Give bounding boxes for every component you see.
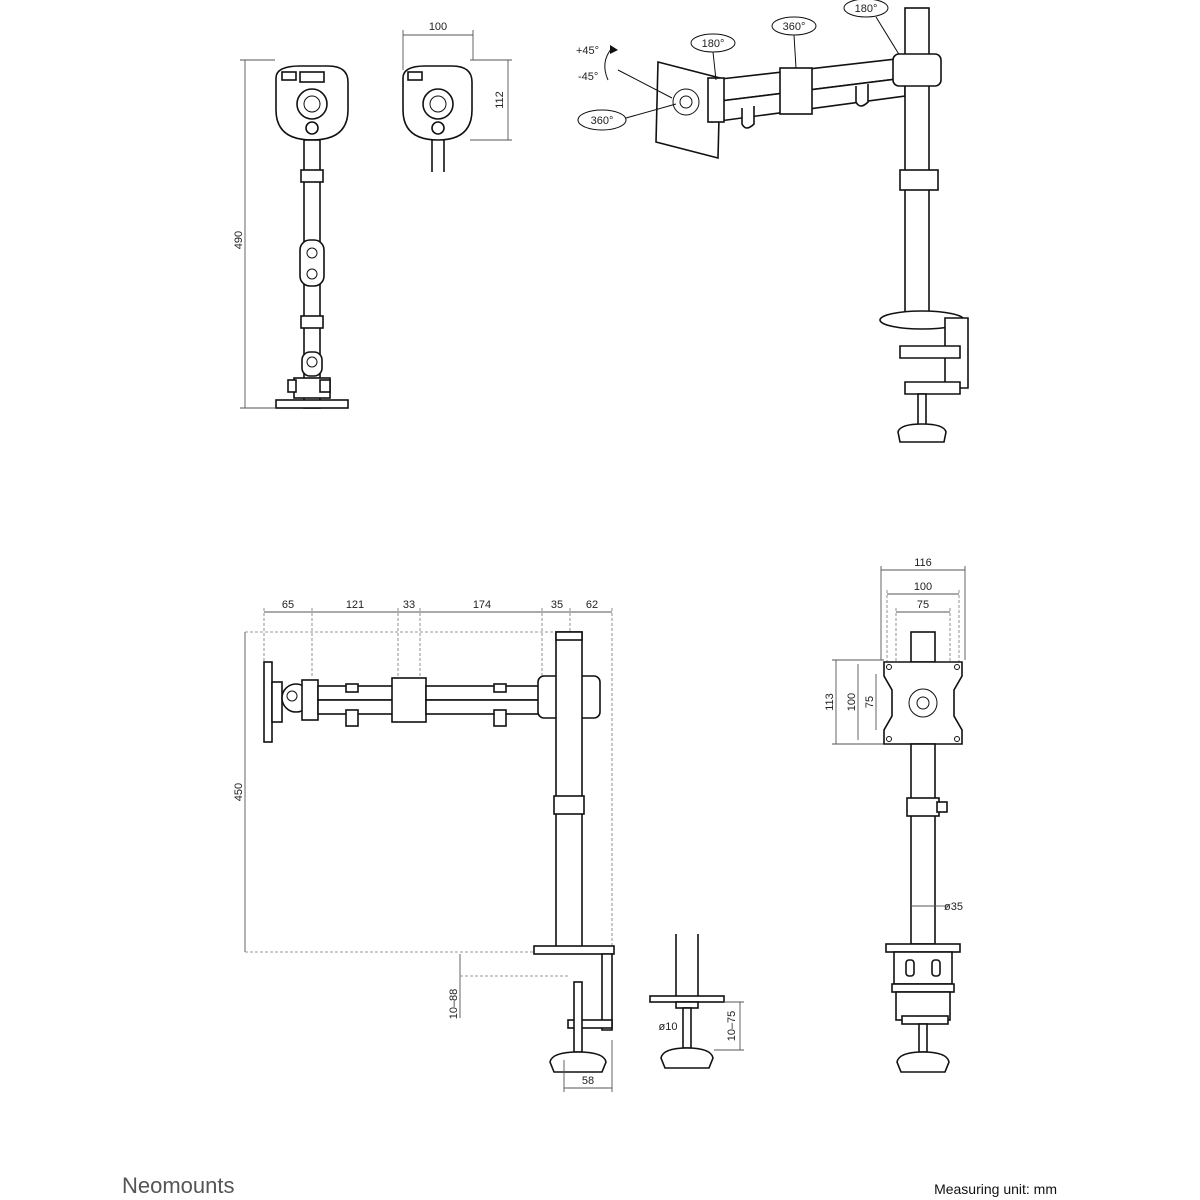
perspective-height-collar xyxy=(899,169,939,191)
perspective-mid-joint xyxy=(779,67,813,115)
rear-plate-hub xyxy=(908,688,938,718)
tilt-up-label: +45° xyxy=(576,45,599,57)
rear-pole xyxy=(910,743,936,945)
rotate-plate-label: 360° xyxy=(591,115,614,127)
rear-width-75: 75 xyxy=(917,599,929,611)
rear-clamp-body xyxy=(893,951,953,985)
grommet-knob xyxy=(660,1047,714,1069)
side-seg-6: 62 xyxy=(586,599,598,611)
head-width-label: 100 xyxy=(429,21,447,33)
grommet-bolt xyxy=(682,1007,692,1049)
side-screw xyxy=(573,981,583,1053)
swivel-head-label: 180° xyxy=(702,38,725,50)
side-clamp-width: 58 xyxy=(582,1075,594,1087)
rear-clamp-top xyxy=(885,943,961,953)
tilt-down-label: -45° xyxy=(578,71,598,83)
side-arm-upper-2 xyxy=(425,685,543,701)
side-vesa-plate xyxy=(263,661,273,743)
rear-height-collar xyxy=(906,797,940,817)
side-view: 65 121 33 174 35 62 450 xyxy=(233,599,615,1092)
rear-height-100: 100 xyxy=(846,693,858,711)
front-base-plate xyxy=(275,399,349,409)
grommet-desk-range: 10–75 xyxy=(726,1011,738,1042)
head-height-label: 112 xyxy=(494,91,506,109)
perspective-vesa-plate xyxy=(655,60,721,160)
brand-logo-text: Neomounts xyxy=(122,1173,235,1198)
swivel-pole-badge xyxy=(843,0,889,18)
front-head-detail: 100 112 xyxy=(402,21,512,172)
side-height-label: 450 xyxy=(233,783,245,801)
rear-screw xyxy=(918,1023,928,1053)
rear-knob xyxy=(896,1051,950,1073)
side-pole xyxy=(555,631,583,949)
grommet-plate xyxy=(649,995,725,1003)
side-seg-5: 35 xyxy=(551,599,563,611)
perspective-screw xyxy=(917,393,927,427)
side-knob xyxy=(549,1051,607,1073)
rear-view: 116 100 75 113 100 75 ø35 xyxy=(824,557,966,1073)
swivel-pole-label: 180° xyxy=(855,3,878,15)
rear-vesa-plate xyxy=(883,661,963,745)
perspective-head-joint xyxy=(707,77,725,123)
side-clamp-top xyxy=(533,945,615,955)
rear-height-75: 75 xyxy=(864,696,876,708)
rear-pole-diameter: ø35 xyxy=(944,901,963,913)
side-seg-4: 174 xyxy=(473,599,491,611)
rear-pole-top xyxy=(910,631,936,663)
side-mid-joint xyxy=(391,677,427,723)
front-screw xyxy=(305,121,319,135)
side-height-collar xyxy=(553,795,585,815)
perspective-view: +45° -45° 360° 180° 360° 180° xyxy=(576,0,969,443)
side-seg-3: 33 xyxy=(403,599,415,611)
grommet-view: ø10 10–75 xyxy=(649,934,744,1069)
grommet-bolt-diameter: ø10 xyxy=(659,1021,678,1033)
rear-height-total: 113 xyxy=(824,693,836,711)
measuring-unit-note: Measuring unit: mm xyxy=(934,1181,1057,1197)
front-joint xyxy=(299,239,325,287)
front-view: 490 xyxy=(233,59,349,409)
front-knob-left xyxy=(281,71,297,81)
swivel-mid-label: 360° xyxy=(783,21,806,33)
front-height-label: 490 xyxy=(233,231,245,249)
rear-width-100: 100 xyxy=(914,581,932,593)
side-desk-range: 10–88 xyxy=(448,989,460,1020)
perspective-knob xyxy=(897,423,947,443)
side-arm-lower-2 xyxy=(425,699,543,715)
side-seg-1: 65 xyxy=(282,599,294,611)
rotate-plate-badge xyxy=(577,109,627,131)
side-seg-2: 121 xyxy=(346,599,364,611)
rear-width-total: 116 xyxy=(914,557,932,569)
front-pivot xyxy=(296,88,328,120)
perspective-pole-clamp xyxy=(892,53,942,87)
